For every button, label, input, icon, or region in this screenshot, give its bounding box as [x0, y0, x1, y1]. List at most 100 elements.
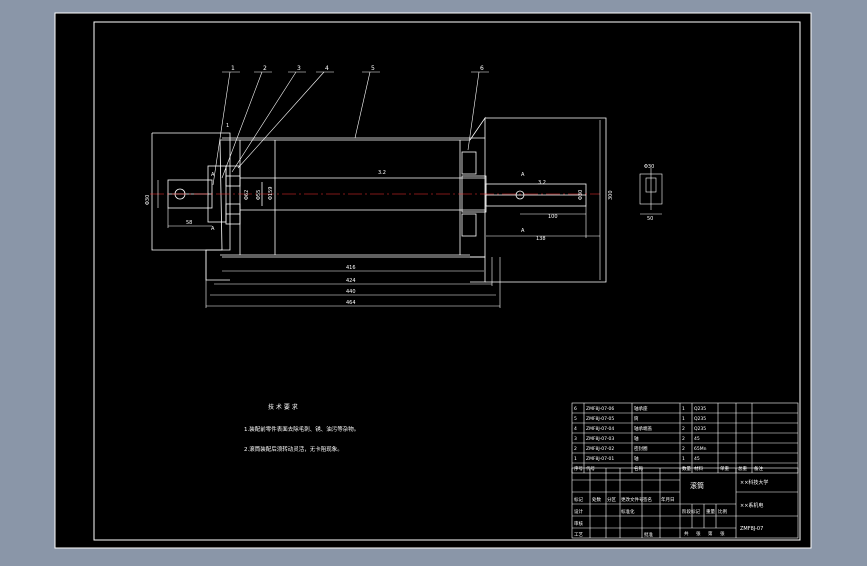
parts-cell-qty: 2 [682, 426, 685, 432]
parts-cell-name: 轴 [634, 455, 639, 462]
mark-1: 标记 [574, 496, 583, 503]
dim-height-right: 300 [608, 190, 614, 200]
dim-d-right-shaft: Φ30 [578, 190, 584, 200]
dimension-lines [157, 120, 601, 308]
parts-cell-mat: 65Mn [694, 446, 707, 452]
parts-header-cell: 材料 [694, 465, 703, 472]
scale-label: 比例 [718, 508, 727, 515]
section-a-top: A [211, 172, 215, 178]
parts-header-cell: 数量 [682, 465, 691, 472]
parts-cell-no: 1 [574, 456, 577, 462]
dim-d-bearing-a: Φ62 [244, 190, 250, 200]
parts-cell-code: ZMF8J-07-05 [586, 416, 614, 422]
parts-header-cell: 单重 [720, 465, 729, 472]
technical-notes: 技 术 要 求 1.装配前零件表面去除毛刺、锈、油污等杂物。 2.滚筒装配后须转… [244, 403, 359, 453]
title-block [571, 467, 799, 539]
section-b-bottom: A [521, 228, 525, 234]
stage-mark: 阶段标记 [682, 508, 700, 515]
school-name: ××科技大学 [740, 479, 768, 486]
parts-list-table [571, 402, 799, 474]
sheet-total-a: 共 [684, 530, 689, 537]
balloon-labels: 1 2 3 4 5 6 [231, 65, 484, 72]
mark-4: 更改文件号 [621, 496, 644, 503]
department: ××系机电 [740, 502, 763, 509]
parts-cell-code: ZMF8J-07-01 [586, 456, 614, 462]
title-block-text: 滚筒 ××科技大学 ××系机电 ZMF8J-07 标记 处数 分区 更改文件号 … [574, 479, 768, 538]
role-review: 审核 [574, 520, 583, 527]
dim-top-tick: 1 [226, 123, 229, 129]
dimension-text: 416 424 440 464 58 100 138 3.2 3.2 1 Φ30… [145, 123, 614, 306]
parts-cell-name: 轴 [634, 435, 639, 442]
parts-cell-qty: 2 [682, 436, 685, 442]
leader-lines [212, 71, 489, 186]
balloon-2: 2 [263, 65, 267, 72]
balloon-5: 5 [371, 65, 375, 72]
parts-cell-name: 筒 [634, 415, 639, 422]
dim-len-2: 424 [346, 278, 356, 284]
dim-len-left: 58 [186, 220, 192, 226]
parts-cell-mat: Q235 [694, 416, 706, 422]
parts-cell-qty: 1 [682, 456, 685, 462]
parts-cell-no: 5 [574, 416, 577, 422]
parts-cell-code: ZMF8J-07-04 [586, 426, 614, 432]
parts-cell-mat: 45 [694, 456, 700, 462]
dim-len-4: 464 [346, 300, 356, 306]
sheet-index-a: 第 [708, 530, 713, 537]
parts-cell-name: 轴承端盖 [634, 425, 652, 432]
parts-cell-qty: 1 [682, 416, 685, 422]
drawing-name: 滚筒 [690, 481, 704, 490]
notes-line-1: 1.装配前零件表面去除毛刺、锈、油污等杂物。 [244, 425, 359, 433]
parts-cell-code: ZMF8J-07-03 [586, 436, 614, 442]
roller-assembly [151, 116, 607, 283]
dim-len-3: 440 [346, 289, 356, 295]
sheet-index-b: 张 [720, 530, 725, 537]
parts-cell-no: 3 [574, 436, 577, 442]
section-view [639, 168, 663, 215]
parts-header-cell: 总重 [738, 465, 747, 472]
parts-cell-code: ZMF8J-07-02 [586, 446, 614, 452]
parts-header-cell: 序号 [574, 465, 583, 472]
parts-cell-mat: Q235 [694, 426, 706, 432]
section-b-top: A [521, 172, 525, 178]
balloon-1: 1 [231, 65, 235, 72]
section-view-width: 50 [647, 216, 653, 222]
parts-cell-no: 2 [574, 446, 577, 452]
sheet-background [54, 12, 812, 549]
parts-cell-name: 轴承座 [634, 405, 648, 412]
parts-cell-no: 4 [574, 426, 577, 432]
parts-cell-qty: 1 [682, 406, 685, 412]
parts-cell-code: ZMF8J-07-06 [586, 406, 614, 412]
dim-len-right-outer: 138 [536, 236, 546, 242]
role-approve: 批准 [644, 531, 653, 538]
notes-line-2: 2.滚筒装配后须转动灵活，无卡阻现象。 [244, 445, 343, 453]
dim-d-bearing-b: Φ55 [256, 190, 262, 200]
balloon-3: 3 [297, 65, 301, 72]
mark-6: 年月日 [661, 496, 675, 503]
parts-cell-qty: 2 [682, 446, 685, 452]
dim-finish-1: 3.2 [378, 170, 386, 176]
parts-header-cell: 备注 [754, 465, 763, 472]
drawing-number: ZMF8J-07 [740, 526, 763, 532]
section-a-bottom: A [211, 226, 215, 232]
dim-d-left-shaft: Φ30 [145, 195, 151, 205]
dim-d-roller: Φ159 [268, 187, 274, 200]
dim-len-right-inner: 100 [548, 214, 558, 220]
notes-title: 技 术 要 求 [268, 403, 298, 411]
mark-5: 签名 [643, 496, 652, 503]
parts-header-cell: 代号 [586, 465, 595, 472]
mark-3: 分区 [607, 496, 616, 503]
sheet-total-b: 张 [696, 530, 701, 537]
dim-finish-2: 3.2 [538, 180, 546, 186]
section-view-dia: Φ30 [644, 164, 654, 170]
dim-len-1: 416 [346, 265, 356, 271]
weight-label: 重量 [706, 508, 715, 515]
parts-cell-mat: 45 [694, 436, 700, 442]
parts-cell-no: 6 [574, 406, 577, 412]
parts-cell-mat: Q235 [694, 406, 706, 412]
role-design: 设计 [574, 508, 583, 515]
mark-2: 处数 [592, 496, 601, 503]
parts-header-cell: 名称 [634, 465, 643, 472]
